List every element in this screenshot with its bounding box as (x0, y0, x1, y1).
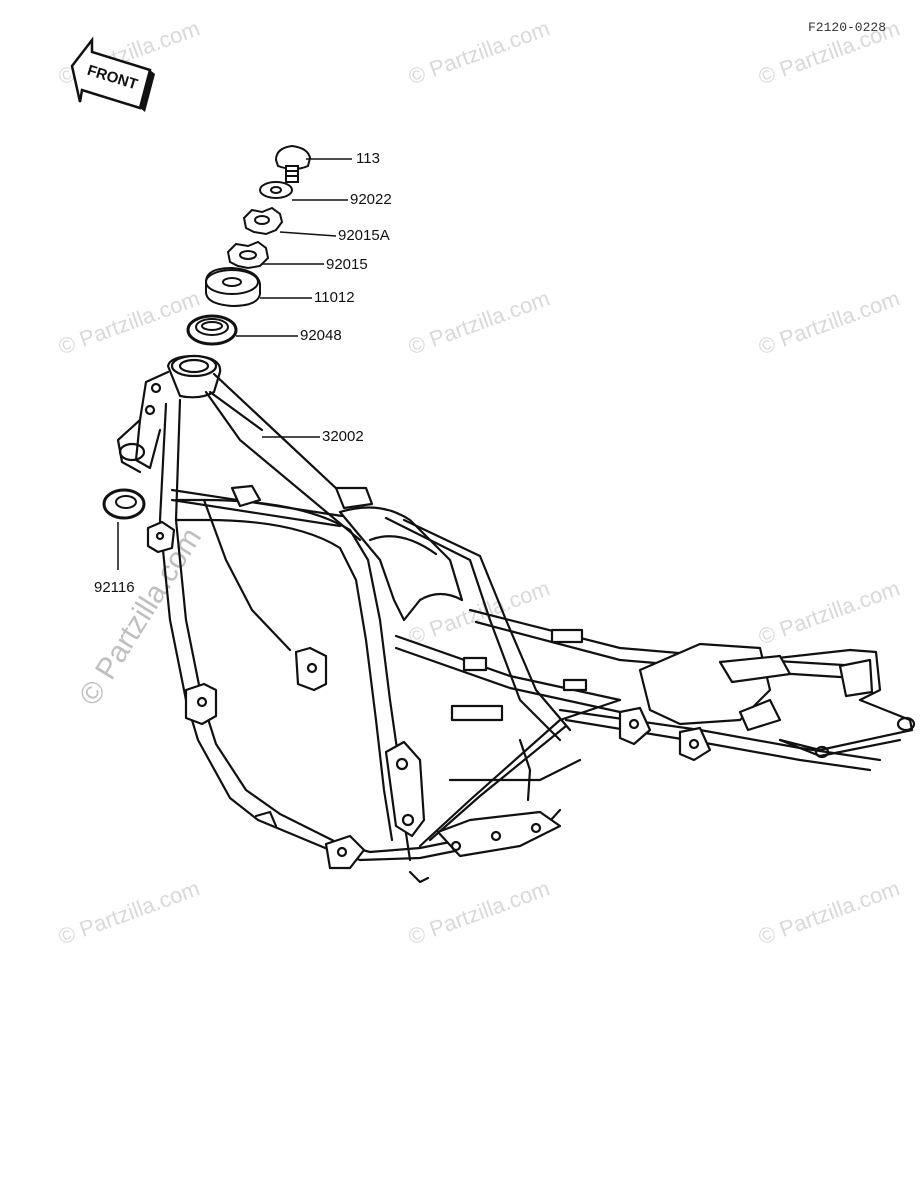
leader-line-92015a (279, 231, 337, 237)
part-ref-label[interactable]: 11012 (314, 289, 355, 306)
part-ref-label[interactable]: 92015A (338, 227, 390, 244)
part-ref-label[interactable]: 32002 (322, 428, 364, 445)
nut-92015 (226, 240, 270, 270)
frame-32002 (116, 354, 916, 884)
part-ref-label[interactable]: 92048 (300, 327, 342, 344)
part-ref-label[interactable]: 92022 (350, 191, 392, 208)
bearing-92048 (186, 314, 238, 346)
bearing-92116 (102, 488, 146, 520)
nut-92015a (242, 206, 284, 236)
diagram-code: F2120-0228 (808, 20, 887, 35)
front-arrow-icon: FRONT (70, 36, 155, 112)
part-ref-label[interactable]: 92015 (326, 256, 368, 273)
stem-bolt-113 (274, 144, 312, 183)
seal-11012 (205, 266, 261, 308)
part-ref-label[interactable]: 113 (356, 150, 380, 167)
washer-92022 (259, 181, 293, 199)
part-ref-label[interactable]: 92116 (94, 579, 135, 596)
